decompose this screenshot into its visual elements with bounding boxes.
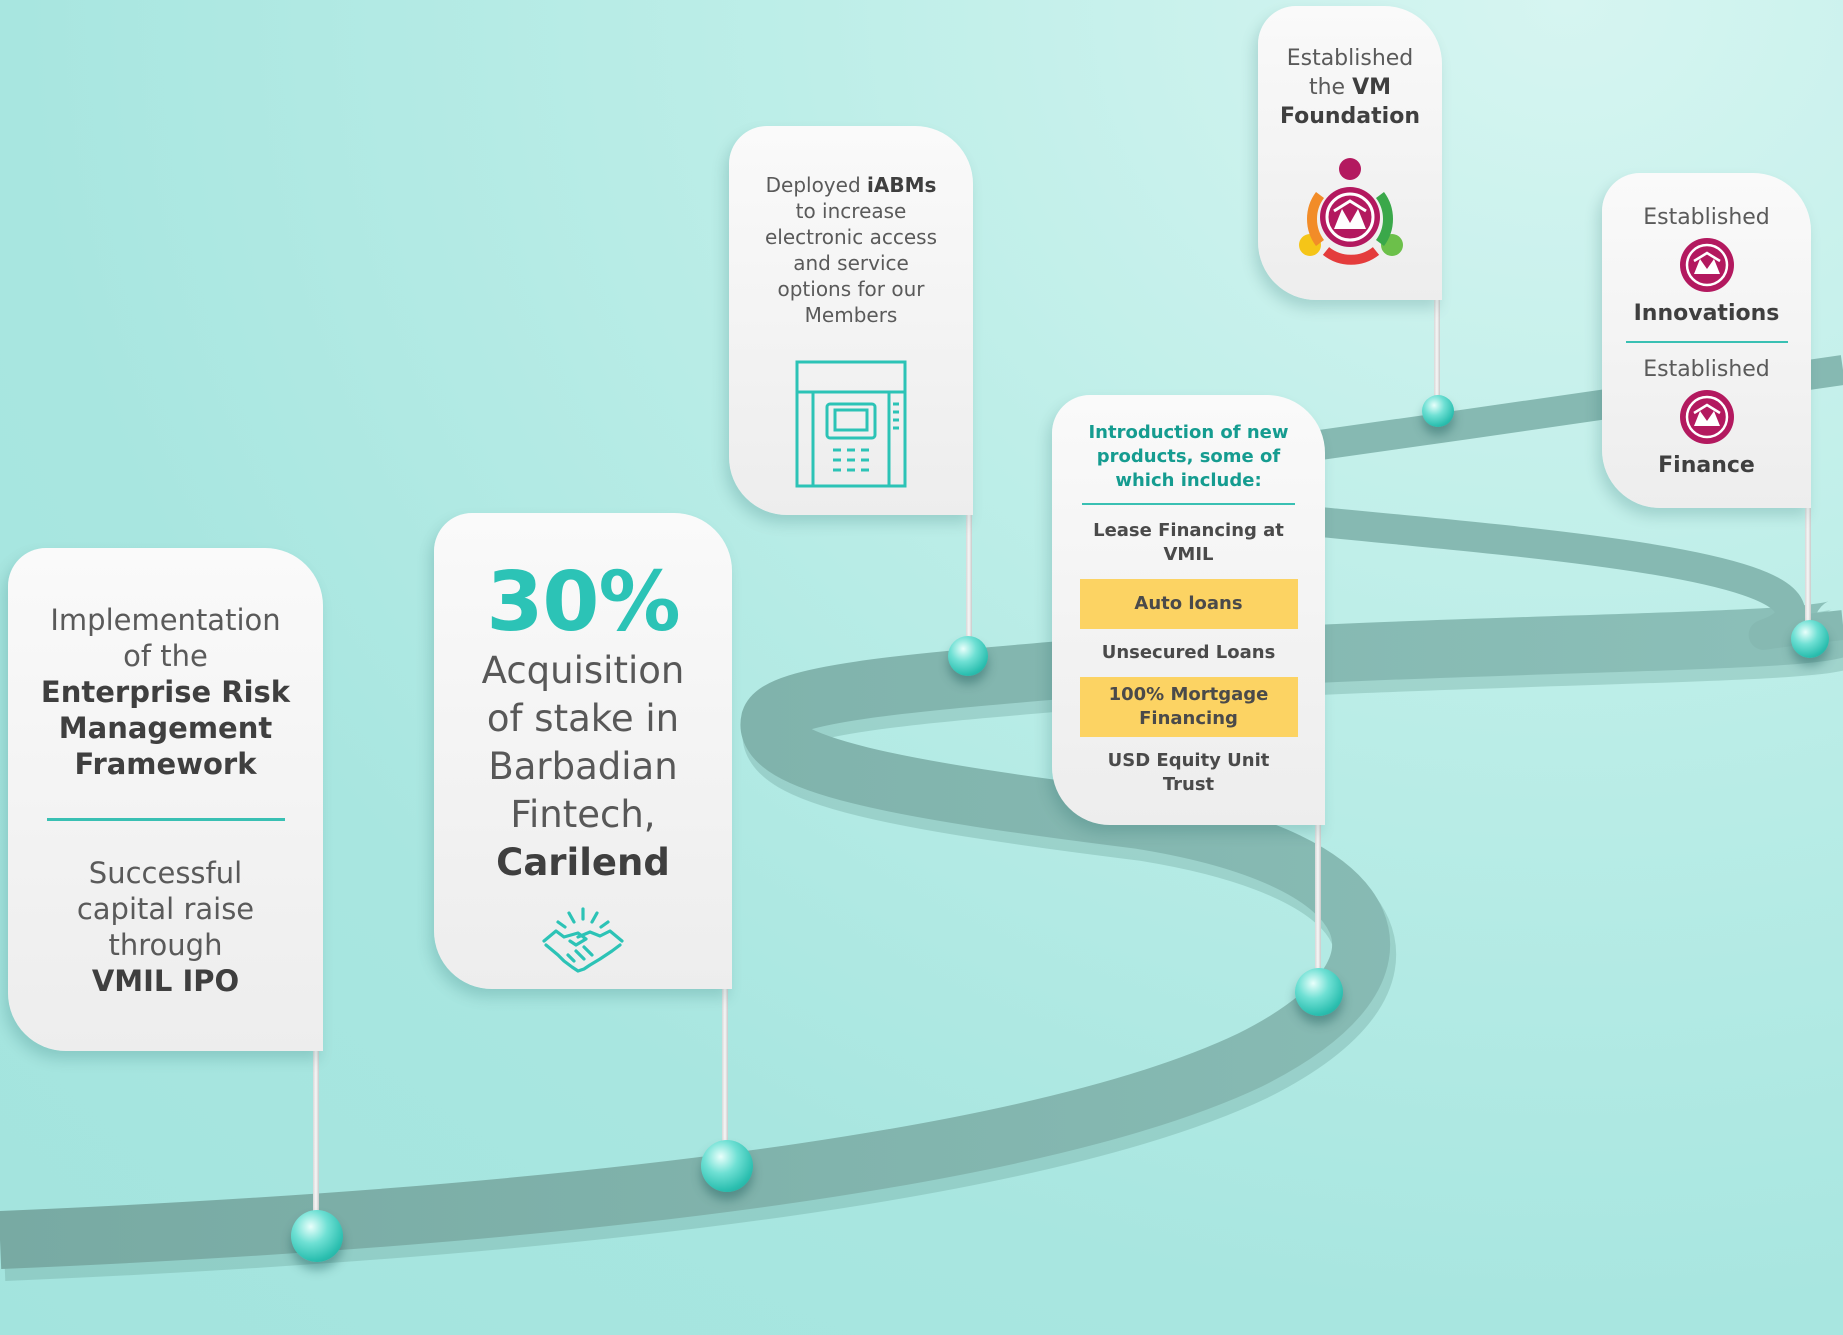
product-item: Auto loans: [1079, 579, 1298, 629]
product-label: USD Equity Unit: [1107, 750, 1270, 771]
stake-percentage: 30%: [486, 555, 680, 650]
card-bold-text: VMIL IPO: [91, 964, 240, 998]
product-label: 100% Mortgage: [1108, 684, 1269, 705]
card-bold-text: Management: [58, 711, 273, 745]
product-item: Unsecured Loans: [1052, 641, 1325, 665]
card-bold-text: Carilend: [496, 841, 670, 884]
products-heading: products, some of: [1096, 446, 1281, 467]
road: [0, 600, 1843, 1269]
milestone-card-iabms: Deployed iABMs to increase electronic ac…: [729, 126, 973, 515]
pole-5: [1434, 295, 1440, 410]
product-label: Trust: [1162, 774, 1215, 795]
card-text: Implementation: [50, 603, 281, 637]
milestone-card-vm-foundation: Established the VM Foundation: [1258, 6, 1442, 300]
milestone-card-erm: Implementation of the Enterprise Risk Ma…: [8, 548, 323, 1051]
pole-6: [1805, 500, 1811, 630]
card-text: capital raise: [76, 892, 255, 926]
card-text: of stake in: [486, 697, 680, 740]
divider: [1082, 503, 1295, 505]
milestone-card-innovations-finance: Established Innovations Established Fina…: [1602, 173, 1811, 508]
milestone-marker-4: [1295, 968, 1343, 1016]
pole-2: [722, 980, 728, 1165]
milestone-card-new-products: Introduction of new products, some of wh…: [1052, 395, 1325, 825]
card-bold-text: Framework: [74, 747, 257, 781]
product-label: Lease Financing at: [1093, 520, 1284, 541]
card-text: Fintech,: [510, 793, 656, 836]
milestone-marker-2: [701, 1140, 753, 1192]
atm-icon: [795, 360, 907, 488]
card-text: options for our: [777, 277, 925, 301]
vm-logo-icon: [1679, 238, 1734, 292]
products-heading: Introduction of new: [1088, 422, 1289, 443]
pole-4: [1315, 815, 1321, 990]
vm-foundation-logo: [1299, 158, 1403, 265]
milestone-marker-6: [1791, 620, 1829, 658]
card-text: Members: [804, 303, 898, 327]
card-text: and service: [793, 251, 909, 275]
card-bold-text: Enterprise Risk: [40, 675, 291, 709]
product-label: Unsecured Loans: [1101, 642, 1276, 663]
card-text: through: [108, 928, 223, 962]
card-text: to increase: [795, 199, 907, 223]
products-heading: which include:: [1115, 470, 1262, 491]
product-item: Lease Financing at VMIL: [1052, 519, 1325, 567]
card-bold-text: iABMs: [867, 173, 937, 197]
product-label: Financing: [1139, 708, 1238, 729]
milestone-marker-5: [1422, 395, 1454, 427]
card-text: electronic access: [764, 225, 937, 249]
card-bold-text: VM: [1352, 75, 1392, 100]
milestone-card-carilend: 30% Acquisition of stake in Barbadian Fi…: [434, 513, 732, 989]
pole-1: [313, 1040, 319, 1235]
card-text: the: [1308, 75, 1353, 100]
subsidiary-name: Innovations: [1633, 301, 1780, 326]
card-text: Established: [1643, 205, 1770, 230]
card-text: Barbadian: [488, 745, 678, 788]
product-label: VMIL: [1163, 544, 1214, 565]
pole-3: [966, 505, 972, 655]
milestone-marker-1: [291, 1210, 343, 1262]
vm-logo-icon: [1679, 390, 1734, 444]
divider: [1625, 341, 1788, 343]
card-bold-text: Foundation: [1279, 104, 1420, 129]
divider: [46, 818, 285, 821]
card-text: Successful: [88, 856, 243, 890]
handshake-icon: [542, 907, 624, 973]
card-text: Deployed: [765, 173, 867, 197]
card-text: Established: [1643, 357, 1770, 382]
subsidiary-name: Finance: [1658, 453, 1755, 478]
card-text: Acquisition: [481, 649, 685, 692]
card-text: Established: [1286, 46, 1414, 71]
card-text: of the: [123, 639, 208, 673]
product-label: Auto loans: [1134, 593, 1243, 614]
milestone-marker-3: [948, 636, 988, 676]
